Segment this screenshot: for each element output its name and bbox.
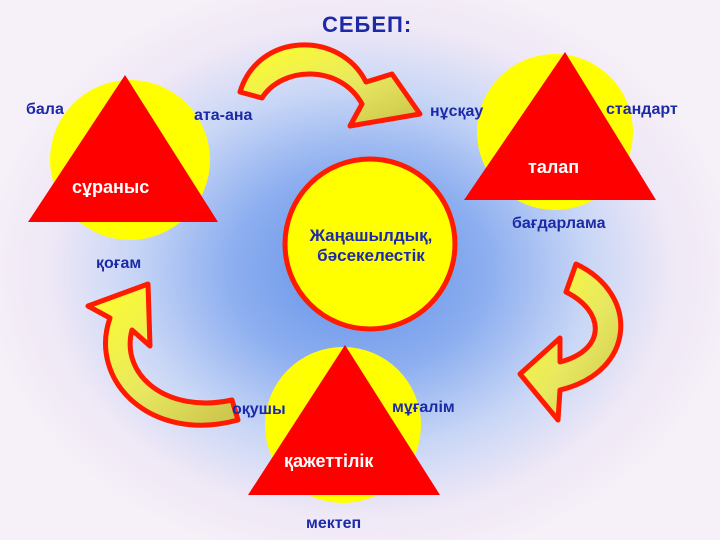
center-label-line1: Жаңашылдық, <box>309 226 433 245</box>
arrow-right <box>517 261 624 423</box>
node-triangle-left <box>28 75 218 222</box>
node-tag-left-1: бала <box>26 101 64 118</box>
center-label: Жаңашылдық, бәсекелестік <box>286 226 456 266</box>
node-label-bottom: қажеттілік <box>284 451 374 471</box>
center-circle <box>282 156 458 332</box>
node-tag-left-3: қоғам <box>96 255 142 272</box>
node-triangle-right <box>464 52 656 200</box>
node-tag-left-2: ата-ана <box>194 107 253 124</box>
arrow-top <box>237 42 423 129</box>
node-tag-bottom-3: мектеп <box>306 515 362 532</box>
node-label-right: талап <box>528 157 580 177</box>
center-label-line2: бәсекелестік <box>317 246 425 265</box>
arrow-left <box>85 281 241 428</box>
node-triangle-bottom <box>248 345 440 495</box>
node-tag-right-3: бағдарлама <box>512 215 606 232</box>
node-tag-bottom-2: мұғалім <box>392 399 455 416</box>
diagram-title: СЕБЕП: <box>322 12 413 37</box>
node-tag-right-2: стандарт <box>606 101 678 118</box>
node-tag-bottom-1: оқушы <box>232 401 286 418</box>
node-tag-right-1: нұсқау <box>430 103 484 120</box>
node-label-left: сұраныс <box>72 177 150 197</box>
